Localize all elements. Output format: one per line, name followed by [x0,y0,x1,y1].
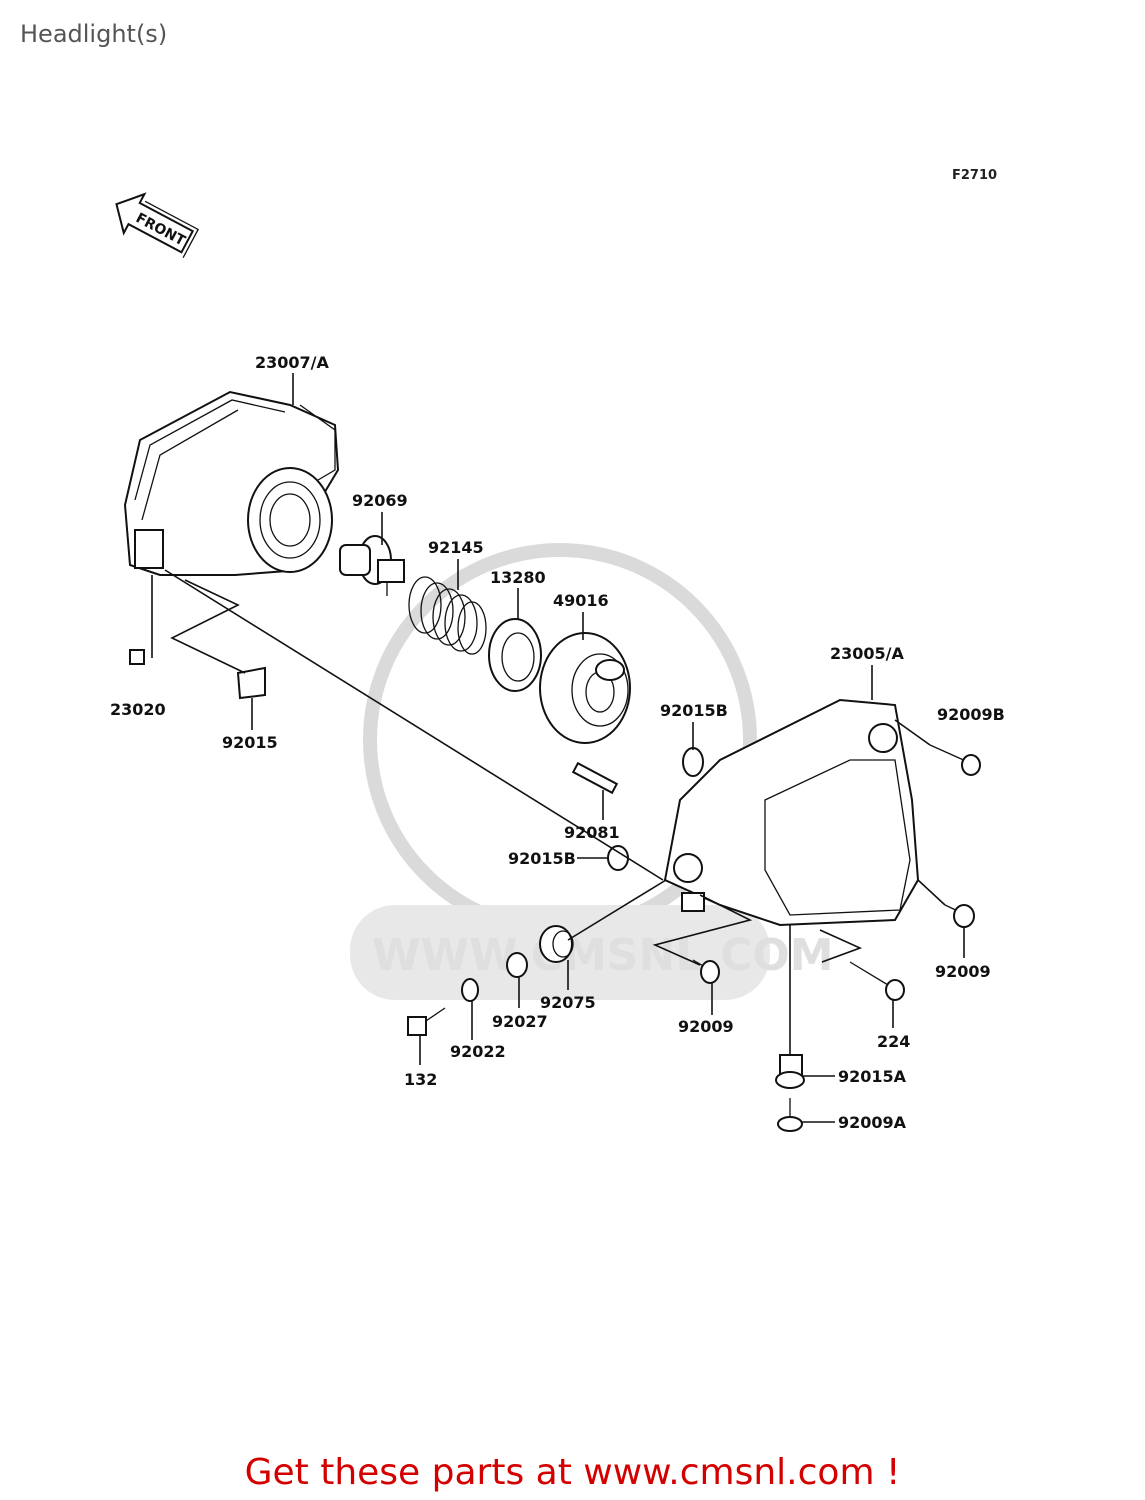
part-label-92009B[interactable]: 92009B [937,705,1005,724]
retaining-ring [488,618,542,692]
bolt-132 [407,1007,446,1036]
part-label-92009-right[interactable]: 92009 [935,962,991,981]
bulb [339,535,405,596]
part-label-23005[interactable]: 23005/A [830,644,905,663]
part-label-92069[interactable]: 92069 [352,491,408,510]
nut-23020 [129,649,145,665]
front-arrow-icon: FRONT [115,192,200,259]
figure-code: F2710 [952,168,998,183]
collar-92027 [506,952,528,978]
damper-92075 [539,925,574,963]
headlight-housing [123,390,340,576]
part-label-92075[interactable]: 92075 [540,993,596,1012]
collar-92015B-b [607,845,629,871]
leader-lines [151,373,965,1123]
part-label-92015A[interactable]: 92015A [838,1067,907,1086]
washer-92022 [461,978,479,1002]
watermark-text: WWW.CMSNL.COM [372,930,834,981]
part-label-224[interactable]: 224 [877,1032,910,1051]
part-label-92015B-mid[interactable]: 92015B [508,849,576,868]
part-label-23007[interactable]: 23007/A [255,353,330,372]
spring [408,576,487,655]
part-label-92145[interactable]: 92145 [428,538,484,557]
part-label-92027[interactable]: 92027 [492,1012,548,1031]
page-title: Headlight(s) [20,20,168,48]
part-label-92015[interactable]: 92015 [222,733,278,752]
screw-92009-right [944,904,975,928]
screw-92009B [929,744,981,776]
collar-92015A [775,1054,805,1089]
part-labels: 23007/A 92069 92145 13280 49016 23005/A … [110,353,1005,1132]
part-label-92022[interactable]: 92022 [450,1042,506,1061]
part-label-92009A[interactable]: 92009A [838,1113,907,1132]
part-label-92081[interactable]: 92081 [564,823,620,842]
screw-92009-mid [692,959,720,984]
part-label-92015B-top[interactable]: 92015B [660,701,728,720]
part-label-23020[interactable]: 23020 [110,700,166,719]
screw-92009A [777,1098,803,1132]
spring-92081 [571,761,619,795]
collar-92015B-a [682,747,704,777]
rubber-cover [539,632,631,744]
part-label-49016[interactable]: 49016 [553,591,609,610]
part-label-13280[interactable]: 13280 [490,568,546,587]
headlight-cowl [663,698,920,927]
part-label-92009-mid[interactable]: 92009 [678,1017,734,1036]
clip-92015 [236,666,266,700]
cmsnl-parts-link[interactable]: Get these parts at www.cmsnl.com ! [244,1452,901,1493]
part-label-132[interactable]: 132 [404,1070,437,1089]
screw-224 [849,961,905,1001]
